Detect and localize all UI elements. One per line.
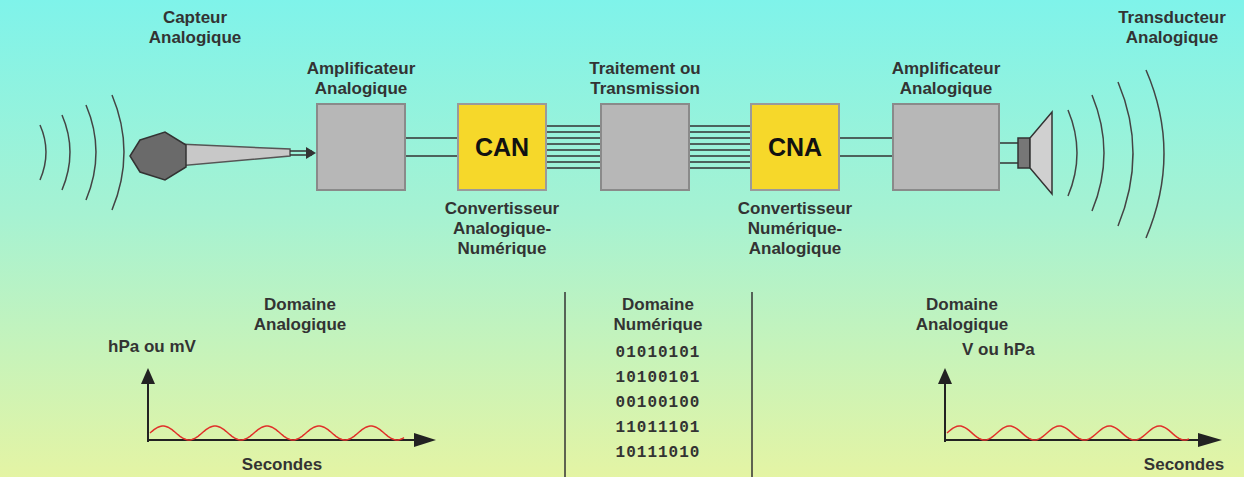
transducer-label: Transducteur Analogique [1107, 8, 1237, 48]
converter-label: CAN [475, 133, 529, 162]
domain-label: Domaine Analogique [897, 295, 1027, 335]
domain-label: Domaine Numérique [593, 295, 723, 335]
converter-label: CNA [768, 133, 822, 162]
block-heading: Convertisseur Numérique-Analogique [705, 199, 885, 259]
sensor-label: Capteur Analogique [135, 8, 255, 48]
signal-graph [938, 368, 1222, 447]
binary-word: 01010101 [593, 343, 723, 363]
speaker [1000, 112, 1052, 194]
binary-word: 00100100 [593, 393, 723, 413]
sound-waves [1068, 70, 1164, 238]
converter-box: CNAConvertisseur Numérique-Analogique [750, 103, 840, 191]
digital-bus [690, 126, 750, 168]
block-heading: Convertisseur Analogique-Numérique [412, 199, 592, 259]
binary-word: 11011101 [593, 418, 723, 438]
domain-separator [751, 292, 753, 477]
axis-label: Secondes [227, 455, 337, 475]
domain-separator [564, 292, 566, 477]
axis-label: V ou hPa [962, 340, 1072, 360]
block-heading: Amplificateur Analogique [286, 59, 436, 99]
analog-wire [406, 138, 457, 156]
block-heading: Amplificateur Analogique [871, 59, 1021, 99]
binary-word: 10100101 [593, 368, 723, 388]
microphone [130, 132, 316, 180]
analog-wire [840, 138, 892, 156]
domain-label: Domaine Analogique [235, 295, 365, 335]
block-heading: Traitement ou Transmission [585, 59, 705, 99]
digital-bus [547, 126, 600, 168]
signal-graph [141, 368, 436, 447]
binary-word: 10111010 [593, 443, 723, 463]
axis-label: Secondes [1134, 455, 1234, 475]
amplifier-box: Amplificateur Analogique [892, 103, 1000, 191]
amplifier-box: Amplificateur Analogique [316, 103, 406, 191]
sound-waves [40, 95, 124, 210]
axis-label: hPa ou mV [108, 337, 238, 357]
converter-box: CANConvertisseur Analogique-Numérique [457, 103, 547, 191]
processing-box: Traitement ou Transmission [600, 103, 690, 191]
